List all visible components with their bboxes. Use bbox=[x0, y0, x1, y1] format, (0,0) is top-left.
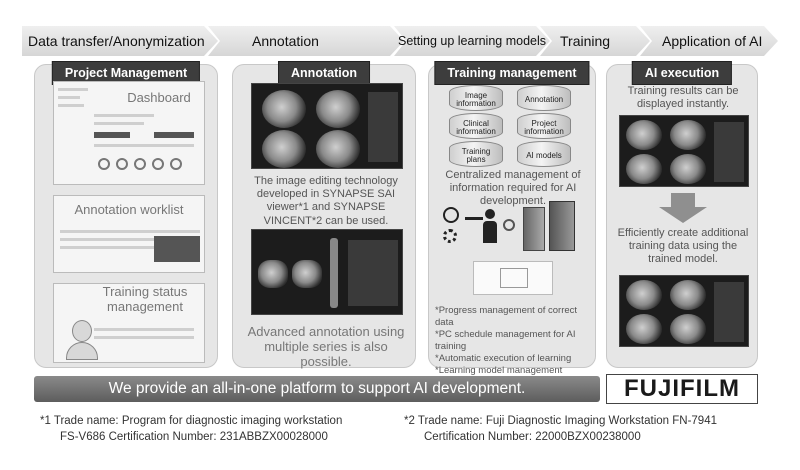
dashboard-label: Dashboard bbox=[127, 90, 191, 105]
project-management-panel: Project Management Dashboard Annotation … bbox=[34, 61, 218, 368]
instant-results-text: Training results can be displayed instan… bbox=[627, 85, 739, 111]
panel-title: AI execution bbox=[631, 61, 733, 85]
panel-title: Training management bbox=[434, 61, 590, 85]
user-avatar-icon bbox=[64, 320, 100, 360]
training-status-screenshot bbox=[53, 283, 205, 363]
fujifilm-logo: FUJIFILM bbox=[606, 374, 758, 404]
note-item: *Progress management of correct data bbox=[435, 305, 578, 328]
annotation-viewer-screenshot bbox=[251, 83, 403, 169]
flow-step-training bbox=[540, 26, 650, 56]
gear-icon bbox=[443, 229, 457, 243]
flow-step-learning-models bbox=[394, 26, 550, 56]
server-icon bbox=[523, 207, 545, 251]
annotation-panel: Annotation The image editing technology … bbox=[232, 61, 416, 369]
annotation-worklist-label: Annotation worklist bbox=[74, 202, 184, 217]
platform-banner: We provide an all-in-one platform to sup… bbox=[34, 376, 600, 402]
person-icon bbox=[485, 209, 495, 219]
flow-label: Setting up learning models bbox=[398, 34, 547, 48]
db-training-plans: Training plans bbox=[449, 141, 503, 167]
flow-step-annotation bbox=[208, 26, 404, 56]
multi-series-screenshot bbox=[251, 229, 403, 315]
ai-result-screenshot bbox=[619, 115, 749, 187]
flow-label: Training bbox=[560, 33, 611, 49]
footnote-2-line-2: Certification Number: 22000BZX00238000 bbox=[424, 431, 641, 443]
panel-title: Annotation bbox=[278, 61, 370, 85]
db-project-information: Project information bbox=[517, 113, 571, 139]
flow-label: Data transfer/Anonymization bbox=[28, 33, 205, 49]
server-icon bbox=[549, 201, 575, 251]
footnote-2-line-1: *2 Trade name: Fuji Diagnostic Imaging W… bbox=[404, 415, 717, 427]
db-ai-models: AI models bbox=[517, 141, 571, 167]
flow-label: Application of AI bbox=[662, 33, 763, 49]
training-notes-list: *Progress management of correct data *PC… bbox=[435, 305, 595, 377]
annotation-worklist-screenshot bbox=[53, 195, 205, 273]
db-annotation: Annotation bbox=[517, 85, 571, 111]
ai-execution-panel: AI execution Training results can be dis… bbox=[606, 61, 758, 368]
dashboard-screenshot bbox=[53, 81, 205, 185]
flow-label: Annotation bbox=[252, 33, 319, 49]
flow-step-application bbox=[640, 26, 778, 56]
note-item: *PC schedule management for AI training bbox=[435, 329, 576, 352]
workflow-illustration bbox=[443, 201, 583, 257]
advanced-annotation-text: Advanced annotation using multiple serie… bbox=[247, 324, 405, 369]
note-item: *Learning model management bbox=[435, 365, 563, 376]
flow-step-data-transfer bbox=[22, 26, 218, 56]
process-flow: Data transfer/Anonymization Annotation S… bbox=[22, 26, 778, 56]
down-arrow-icon bbox=[659, 193, 707, 223]
annotation-description: The image editing technology developed i… bbox=[254, 175, 398, 227]
network-cloud-screenshot bbox=[473, 261, 553, 295]
footnote-1-line-2: FS-V686 Certification Number: 231ABBZX00… bbox=[60, 431, 328, 443]
note-item: *Automatic execution of learning bbox=[435, 353, 572, 364]
efficient-training-text: Efficiently create additional training d… bbox=[617, 227, 749, 266]
footnote-1-line-1: *1 Trade name: Program for diagnostic im… bbox=[40, 415, 343, 427]
additional-data-screenshot bbox=[619, 275, 749, 347]
sync-icon bbox=[503, 219, 515, 231]
db-clinical-information: Clinical information bbox=[449, 113, 503, 139]
training-management-panel: Training management Image information An… bbox=[428, 61, 596, 376]
centralized-management-text: Centralized management of information re… bbox=[445, 169, 581, 208]
db-image-information: Image information bbox=[449, 85, 503, 111]
training-status-label: Training status management bbox=[102, 284, 188, 314]
clock-icon bbox=[443, 207, 459, 223]
